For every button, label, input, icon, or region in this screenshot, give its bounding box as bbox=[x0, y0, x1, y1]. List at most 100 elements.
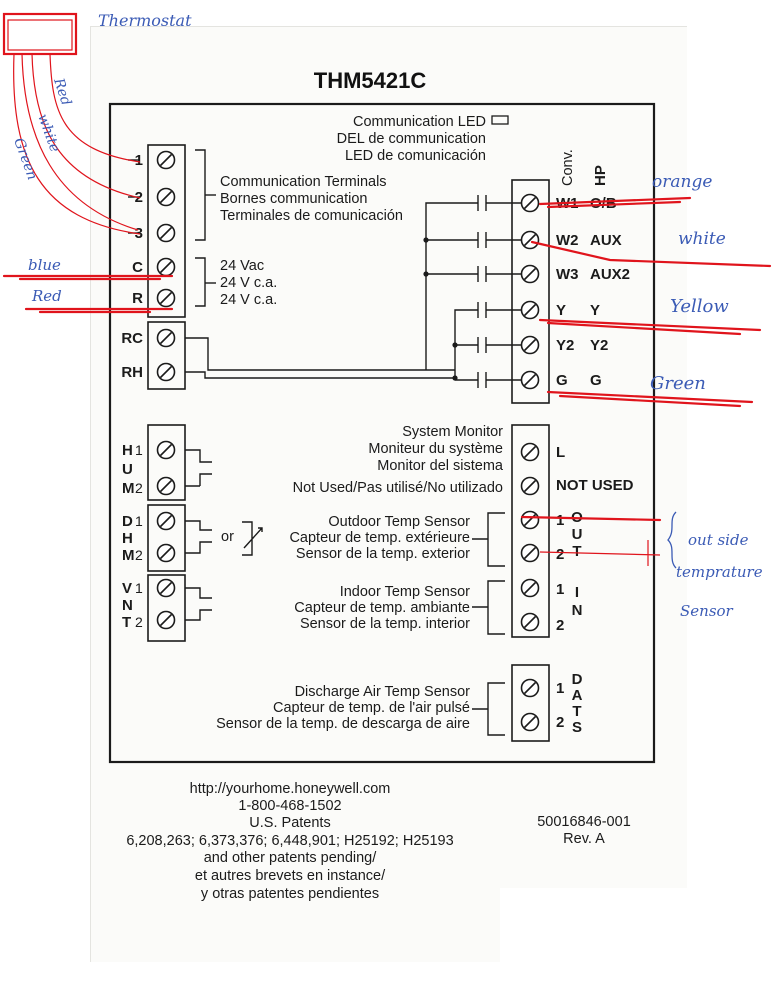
comm-led-es: LED de comunicación bbox=[345, 148, 486, 164]
outdoor-en: Outdoor Temp Sensor bbox=[328, 514, 470, 530]
lower-left-terminal-4 bbox=[156, 543, 176, 563]
junction-w2 bbox=[423, 237, 429, 243]
label-out-2: 2 bbox=[556, 546, 564, 563]
label-not-used: NOT USED bbox=[556, 477, 634, 494]
lower-right-terminal-4 bbox=[520, 543, 540, 563]
left-terminal-label-t-rc: RC bbox=[121, 330, 143, 347]
right-terminal-hp-y2: Y2 bbox=[590, 337, 608, 354]
indoor-fr: Capteur de temp. ambiante bbox=[294, 600, 470, 616]
lower-right-terminal-group bbox=[520, 442, 540, 732]
thermostat-box-sketch-2 bbox=[7, 19, 73, 51]
outdoor-bracket bbox=[472, 512, 505, 567]
left-terminal-t-2 bbox=[156, 187, 176, 207]
outdoor-es: Sensor de la temp. exterior bbox=[296, 546, 470, 562]
right-terminal-hp-w1: O/B bbox=[590, 195, 617, 212]
left-terminal-label-t-rh: RH bbox=[121, 364, 143, 381]
vnt-num-1: 2 bbox=[135, 614, 143, 630]
lower-right-terminal-2 bbox=[520, 476, 540, 496]
vnt-letter-0: V bbox=[122, 580, 132, 597]
red-line-out2 bbox=[539, 540, 661, 566]
footer-line-5: et autres brevets en instance/ bbox=[195, 868, 386, 884]
comm-led-icon bbox=[491, 115, 509, 125]
thermostat-box-sketch bbox=[2, 12, 78, 56]
label-notch bbox=[500, 888, 690, 968]
right-terminal-block bbox=[511, 179, 550, 404]
left-terminal-t-3 bbox=[156, 223, 176, 243]
footer-line-6: y otras patentes pendientes bbox=[201, 886, 379, 902]
hum-letter-1: U bbox=[122, 461, 133, 478]
lower-right-terminal-8 bbox=[520, 712, 540, 732]
left-terminal-t-rh bbox=[156, 362, 176, 382]
out-char-2: T bbox=[572, 543, 581, 560]
hand-orange: orange bbox=[652, 172, 712, 192]
dhm-letter-0: D bbox=[122, 513, 133, 530]
right-terminal-hp-w2: AUX bbox=[590, 232, 622, 249]
vnt-letter-1: N bbox=[122, 597, 133, 614]
dhm-letter-1: H bbox=[122, 530, 133, 547]
outdoor-fr: Capteur de temp. extérieure bbox=[289, 530, 470, 546]
dhm-relay bbox=[185, 520, 212, 554]
lower-left-block-2 bbox=[147, 504, 186, 572]
comm-led-fr: DEL de communication bbox=[337, 131, 486, 147]
power-bracket bbox=[195, 257, 206, 307]
column-header-hp: HP bbox=[592, 165, 609, 186]
label-in-1: 1 bbox=[556, 581, 564, 598]
resistor-symbol bbox=[242, 521, 263, 556]
power-24vca-fr: 24 V c.a. bbox=[220, 275, 277, 291]
wire-rc bbox=[185, 337, 455, 371]
hand-blue: blue bbox=[28, 256, 61, 274]
wire-rh bbox=[185, 371, 455, 379]
hand-outside-2: temprature bbox=[676, 563, 763, 581]
wire-sketch-extra bbox=[21, 53, 139, 231]
right-terminal-conv-w2: W2 bbox=[556, 232, 579, 249]
bus-w bbox=[425, 202, 478, 370]
lower-right-terminal-1 bbox=[520, 442, 540, 462]
hand-thermostat: Thermostat bbox=[98, 11, 192, 30]
in-char-1: N bbox=[572, 602, 583, 619]
red-line-w2 bbox=[530, 240, 772, 268]
hand-green-right: Green bbox=[650, 373, 706, 394]
footer-line-3: 6,208,263; 6,373,376; 6,448,901; H25192;… bbox=[126, 833, 453, 849]
dats-char-1: A bbox=[572, 687, 583, 704]
discharge-fr: Capteur de temp. de l'air pulsé bbox=[273, 700, 470, 716]
right-terminal-g bbox=[520, 370, 540, 390]
dats-char-3: S bbox=[572, 719, 582, 736]
right-terminal-conv-g: G bbox=[556, 372, 568, 389]
indoor-es: Sensor de la temp. interior bbox=[300, 616, 470, 632]
out-char-1: U bbox=[572, 526, 583, 543]
revision: Rev. A bbox=[563, 831, 605, 847]
left-terminal-t-1 bbox=[156, 150, 176, 170]
sysmon-fr: Moniteur du système bbox=[368, 441, 503, 457]
wire-sketch-green bbox=[13, 53, 141, 235]
lower-right-terminal-7 bbox=[520, 678, 540, 698]
footer-line-4: and other patents pending/ bbox=[204, 850, 377, 866]
indoor-en: Indoor Temp Sensor bbox=[340, 584, 470, 600]
dats-char-2: T bbox=[572, 703, 581, 720]
left-terminal-block bbox=[147, 144, 186, 318]
comm-terminals-es: Terminales de comunicación bbox=[220, 208, 403, 224]
left-terminal-label-t-r: R bbox=[132, 290, 143, 307]
lower-left-terminal-5 bbox=[156, 578, 176, 598]
lower-right-block-2 bbox=[511, 664, 550, 742]
red-line-g bbox=[546, 390, 754, 408]
right-terminal-w3 bbox=[520, 264, 540, 284]
right-terminal-w2 bbox=[520, 230, 540, 250]
footer-line-1: 1-800-468-1502 bbox=[238, 798, 341, 814]
diagram-frame bbox=[108, 102, 656, 764]
hum-letter-2: M bbox=[122, 480, 135, 497]
hand-outside-1: out side bbox=[688, 531, 749, 549]
hand-green-left: Green bbox=[10, 136, 40, 182]
right-terminal-w1 bbox=[520, 193, 540, 213]
lower-right-terminal-5 bbox=[520, 578, 540, 598]
dhm-letter-2: M bbox=[122, 547, 135, 564]
footer-line-2: U.S. Patents bbox=[249, 815, 330, 831]
hum-num-1: 2 bbox=[135, 480, 143, 496]
wire-sketch-white bbox=[31, 53, 141, 199]
footer-line-0: http://yourhome.honeywell.com bbox=[190, 781, 391, 797]
lower-left-terminal-3 bbox=[156, 511, 176, 531]
model-title: THM5421C bbox=[314, 68, 427, 93]
label-card bbox=[90, 26, 687, 962]
